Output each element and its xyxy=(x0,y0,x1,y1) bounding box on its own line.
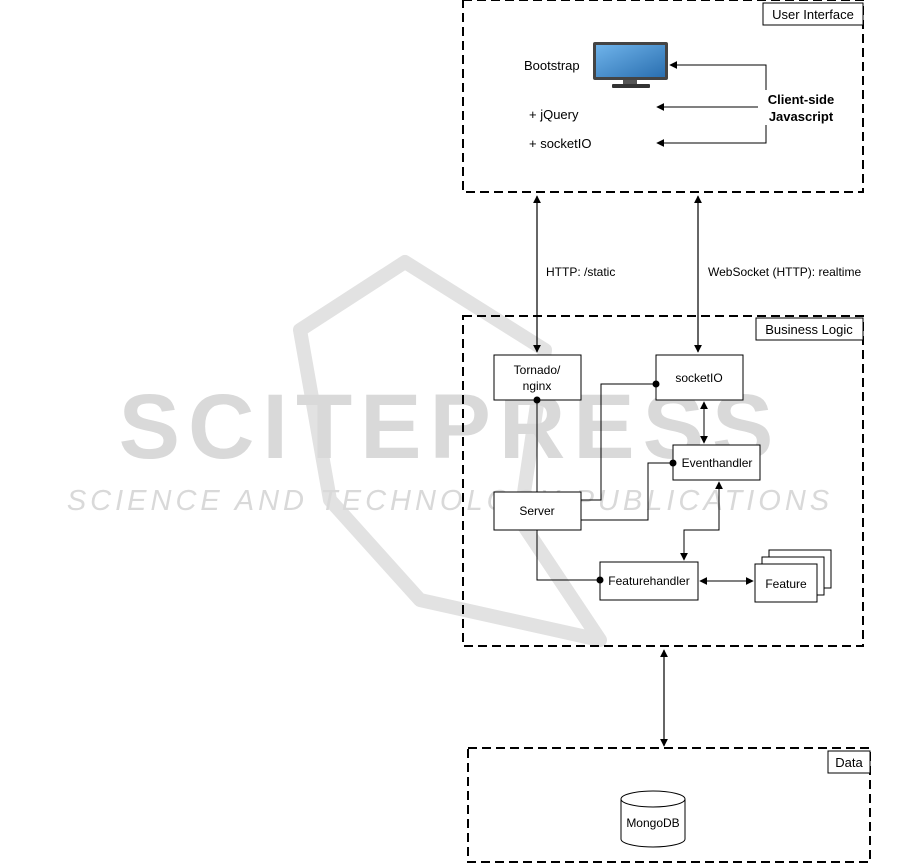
featurehandler-label: Featurehandler xyxy=(608,574,689,588)
user-interface-title: User Interface xyxy=(772,7,854,22)
bootstrap-label: Bootstrap xyxy=(524,58,580,73)
jquery-label: + jQuery xyxy=(529,107,579,122)
data-layer: Data MongoDB xyxy=(468,748,870,862)
socketio-connector-dot xyxy=(653,381,660,388)
feature-label: Feature xyxy=(765,577,807,591)
client-side-label-line1: Client-side xyxy=(768,92,834,107)
socketio-label: + socketIO xyxy=(529,136,592,151)
business-logic-title: Business Logic xyxy=(765,322,853,337)
tornado-label-line1: Tornado/ xyxy=(514,363,561,377)
server-label: Server xyxy=(519,504,554,518)
tornado-nginx-box xyxy=(494,355,581,400)
monitor-icon xyxy=(593,42,668,88)
client-to-socketio-arrow xyxy=(657,125,766,143)
featurehandler-connector-dot xyxy=(597,577,604,584)
eventhandler-label: Eventhandler xyxy=(682,456,753,470)
eventhandler-connector-dot xyxy=(670,460,677,467)
tornado-connector-dot xyxy=(534,397,541,404)
http-static-label: HTTP: /static xyxy=(546,265,615,279)
user-interface-layer: User Interface Bootstrap + jQuery + sock… xyxy=(463,0,863,192)
data-title: Data xyxy=(835,755,863,770)
client-to-bootstrap-arrow xyxy=(670,65,766,90)
tornado-label-line2: nginx xyxy=(523,379,552,393)
socketio-box-label: socketIO xyxy=(675,371,722,385)
websocket-label: WebSocket (HTTP): realtime xyxy=(708,265,861,279)
watermark-sub: SCIENCE AND TECHNOLOGY PUBLICATIONS xyxy=(67,485,833,517)
client-side-label-line2: Javascript xyxy=(769,109,834,124)
mongodb-label: MongoDB xyxy=(626,816,679,830)
